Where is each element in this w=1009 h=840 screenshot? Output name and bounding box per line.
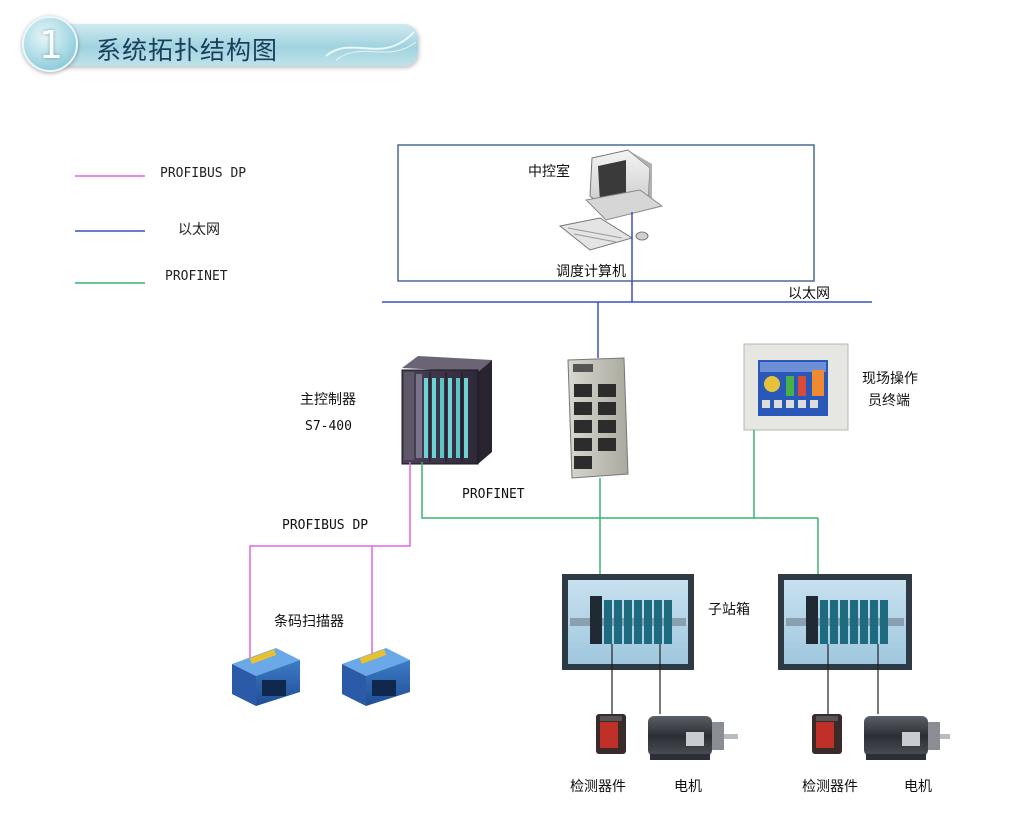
barcode-scanner-label: 条码扫描器: [274, 613, 344, 630]
computer-label: 调度计算机: [556, 264, 626, 280]
operator-terminal-label-2: 员终端: [868, 393, 910, 409]
ethernet-switch-icon: [567, 357, 629, 479]
main-controller-label: 主控制器: [300, 392, 356, 408]
title-bar: [50, 24, 418, 66]
title-number: 1: [38, 23, 64, 67]
title-number-badge: 1: [22, 16, 78, 72]
legend: PROFIBUS DP 以太网 PROFINET: [75, 166, 246, 284]
barcode-scanner-icon-2: [342, 648, 410, 706]
ethernet-label: 以太网: [788, 286, 830, 302]
motor-icon-1: [648, 716, 738, 760]
hmi-terminal-icon: [743, 343, 849, 431]
page-title: 系统拓扑结构图: [96, 36, 279, 65]
barcode-scanner-icon-1: [232, 648, 300, 706]
title-banner: 1 系统拓扑结构图: [22, 16, 418, 72]
main-controller-model: S7-400: [305, 419, 352, 434]
motor-label-2: 电机: [904, 779, 932, 795]
substation-cabinet-2: [778, 574, 912, 670]
operator-terminal-label-1: 现场操作: [862, 371, 918, 387]
legend-label-profinet: PROFINET: [165, 269, 228, 284]
profinet-wiring: [421, 430, 819, 580]
plc-s7-400-icon: [401, 356, 492, 465]
legend-label-ethernet: 以太网: [178, 222, 220, 238]
profinet-label: PROFINET: [462, 487, 525, 502]
detector-icon-1: [596, 714, 626, 754]
substation-label: 子站箱: [708, 602, 750, 618]
control-room-label: 中控室: [528, 163, 570, 180]
control-room-box: [397, 144, 815, 282]
legend-label-profibus: PROFIBUS DP: [160, 166, 246, 181]
profibus-label: PROFIBUS DP: [282, 518, 368, 533]
motor-icon-2: [864, 716, 950, 760]
detector-label-1: 检测器件: [570, 779, 626, 795]
computer-icon: [558, 149, 664, 251]
field-wiring: [611, 644, 879, 716]
detector-label-2: 检测器件: [802, 779, 858, 795]
detector-icon-2: [812, 714, 842, 754]
swirl-decoration: [325, 31, 417, 61]
motor-label-1: 电机: [674, 779, 702, 795]
substation-cabinet-1: [562, 574, 694, 670]
profibus-wiring: [249, 462, 411, 660]
